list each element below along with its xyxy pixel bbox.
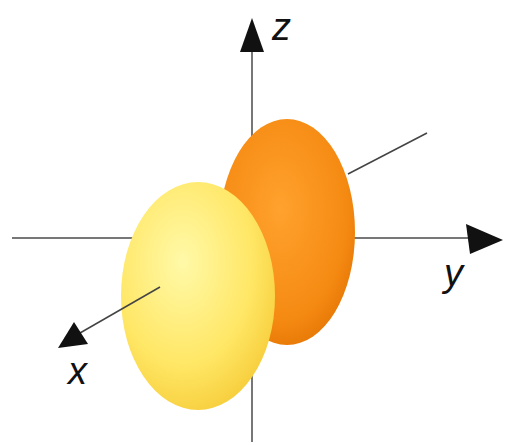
x-axis-back: [348, 133, 427, 174]
x-axis-front: [80, 287, 160, 333]
x-arrowhead: [58, 322, 88, 348]
y-arrowhead: [466, 224, 503, 254]
axis-label: z: [272, 8, 291, 46]
z-arrowhead: [240, 18, 264, 52]
axis-label: x: [68, 352, 87, 390]
axis-label: y: [444, 254, 463, 292]
